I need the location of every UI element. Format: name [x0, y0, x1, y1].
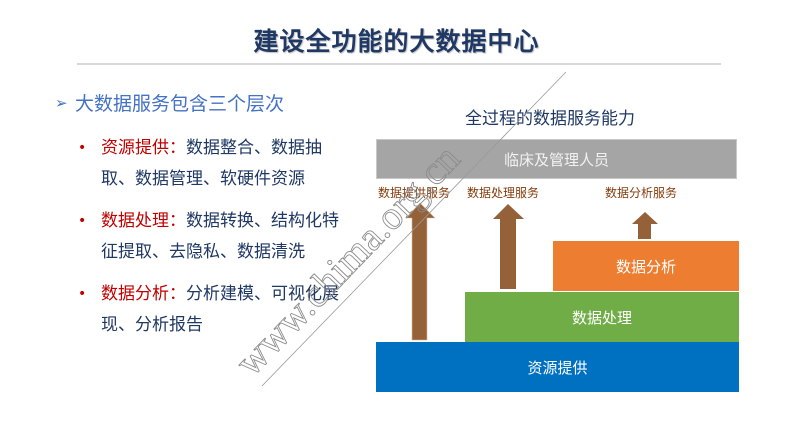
bullet-separator: ：	[169, 284, 186, 304]
layer-resource-label: 资源提供	[527, 358, 588, 377]
bullet-dot-icon: •	[78, 286, 87, 302]
bullet-separator: ：	[169, 211, 186, 231]
up-arrow-icon	[493, 204, 524, 289]
layer-resource: 资源提供	[376, 342, 739, 392]
service-label-processing: 数据处理服务	[467, 186, 540, 200]
service-label-analysis: 数据分析服务	[605, 186, 678, 200]
layer-processing-label: 数据处理	[571, 308, 632, 327]
bullet-dot-icon: •	[78, 213, 87, 229]
bullet-dot-icon: •	[78, 140, 87, 156]
bullet-term: 资源提供	[101, 138, 169, 158]
layer-analysis-label: 数据分析	[615, 257, 676, 276]
up-arrow-icon	[632, 212, 658, 239]
diagram-title: 全过程的数据服务能力	[465, 109, 635, 129]
bullet-term: 数据处理	[101, 211, 169, 231]
layer-processing: 数据处理	[465, 292, 739, 342]
slide-title: 建设全功能的大数据中心	[253, 27, 540, 56]
service-label-provision: 数据提供服务	[378, 186, 451, 200]
bullet-item-analysis: • 数据分析：分析建模、可视化展现、分析报告	[78, 279, 348, 341]
bullet-term: 数据分析	[101, 284, 169, 304]
layer-analysis: 数据分析	[553, 241, 739, 291]
section-heading: ➢ 大数据服务包含三个层次	[55, 89, 284, 116]
title-divider	[77, 63, 721, 65]
bullet-item-resource: • 资源提供：数据整合、数据抽取、数据管理、软硬件资源	[78, 133, 348, 195]
section-heading-text: 大数据服务包含三个层次	[75, 93, 285, 115]
bullet-item-processing: • 数据处理：数据转换、结构化特征提取、去隐私、数据清洗	[78, 206, 348, 268]
up-arrow-icon	[405, 202, 436, 341]
users-box-label: 临床及管理人员	[503, 150, 609, 169]
arrow-bullet-icon: ➢	[55, 94, 68, 112]
users-box: 临床及管理人员	[376, 139, 737, 179]
bullet-separator: ：	[169, 138, 186, 158]
bullet-list: • 资源提供：数据整合、数据抽取、数据管理、软硬件资源 • 数据处理：数据转换、…	[78, 133, 348, 352]
